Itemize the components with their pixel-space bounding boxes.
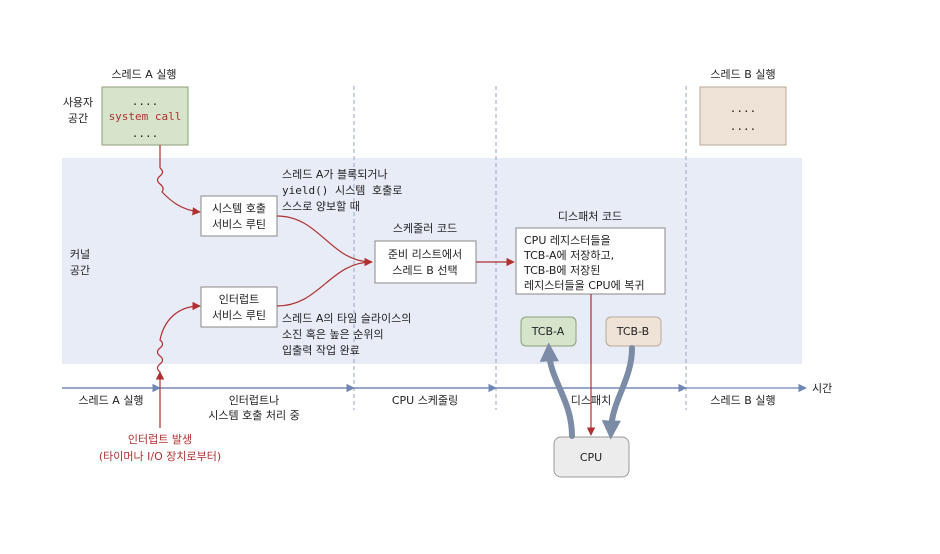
scheduler-line2: 스레드 B 선택: [392, 264, 457, 277]
interrupt-routine-line2: 서비스 루틴: [212, 309, 266, 322]
user-space-label-2: 공간: [68, 112, 88, 125]
syscall-dots-bottom: ....: [132, 127, 159, 140]
interrupt-service-routine-box: [200, 286, 278, 328]
block-note-line1: 스레드 A가 블록되거나: [282, 168, 388, 181]
timeline-handling-line2: 시스템 호출 처리 중: [208, 409, 299, 422]
tcb-b-to-cpu-arrow: [601, 345, 635, 440]
timeslice-note-line1: 스레드 A의 타임 슬라이스의: [282, 312, 411, 325]
scheduler-code-title: 스케줄러 코드: [393, 222, 457, 235]
tcb-a-label: TCB-A: [531, 325, 565, 338]
timeslice-note-line3: 입출력 작업 완료: [282, 344, 360, 357]
thread-a-user-box: [101, 86, 189, 146]
block-note-line2: yield() 시스템 호출로: [282, 184, 402, 197]
interrupt-routine-line1: 인터럽트: [219, 292, 259, 306]
kernel-space-label-1: 커널: [70, 248, 90, 261]
timeline-thread-b-run: 스레드 B 실행: [710, 394, 775, 407]
thread-b-user-box: [699, 86, 787, 146]
syscall-wavy-arrow: [156, 167, 201, 216]
dispatcher-line2: TCB-A에 저장하고,: [523, 248, 614, 262]
kernel-space-label-2: 공간: [70, 264, 90, 277]
dispatcher-box: [515, 227, 666, 295]
interrupt-wavy-arrow: [156, 301, 201, 373]
interrupt-source-line2: (타이머나 I/O 장치로부터): [99, 450, 221, 463]
dispatcher-line4: 레지스터들을 CPU에 복귀: [524, 279, 644, 292]
interrupt-source-line1: 인터럽트 발생: [128, 432, 192, 446]
timeline-thread-a-run: 스레드 A 실행: [78, 394, 143, 407]
dispatcher-code-title: 디스패처 코드: [558, 210, 622, 223]
timeslice-note-line2: 소진 혹은 높은 순위의: [282, 327, 384, 341]
cpu-box: [553, 436, 630, 478]
thread-a-run-title: 스레드 A 실행: [111, 68, 176, 81]
timeline-cpu-scheduling: CPU 스케줄링: [392, 394, 458, 407]
thread-b-run-title: 스레드 B 실행: [710, 68, 775, 81]
interrupt-to-scheduler-arrow: [276, 261, 373, 307]
scheduler-box: [374, 240, 477, 284]
thread-b-dots-bottom: ....: [730, 120, 757, 133]
cpu-to-tcb-a-arrow: [539, 342, 575, 439]
phase-dividers: [353, 86, 687, 410]
syscall-routine-line2: 서비스 루틴: [212, 218, 266, 231]
dispatcher-line1: CPU 레지스터들을: [524, 234, 611, 247]
syscall-dots-top: ....: [132, 95, 159, 108]
timeline-handling-line1: 인터럽트나: [229, 393, 280, 407]
tcb-b-label: TCB-B: [616, 325, 649, 338]
cpu-label: CPU: [580, 451, 602, 464]
system-call-text: system call: [109, 110, 182, 123]
user-space-label-1: 사용자: [63, 96, 93, 109]
syscall-service-routine-box: [200, 195, 278, 237]
dispatcher-line3: TCB-B에 저장된: [523, 264, 600, 277]
syscall-routine-line1: 시스템 호출: [212, 202, 266, 215]
thread-b-dots-top: ....: [730, 102, 757, 115]
syscall-to-scheduler-arrow: [276, 215, 373, 267]
scheduler-line1: 준비 리스트에서: [388, 248, 462, 261]
time-label: 시간: [812, 382, 832, 395]
block-note-line3: 스스로 양보할 때: [282, 200, 360, 213]
